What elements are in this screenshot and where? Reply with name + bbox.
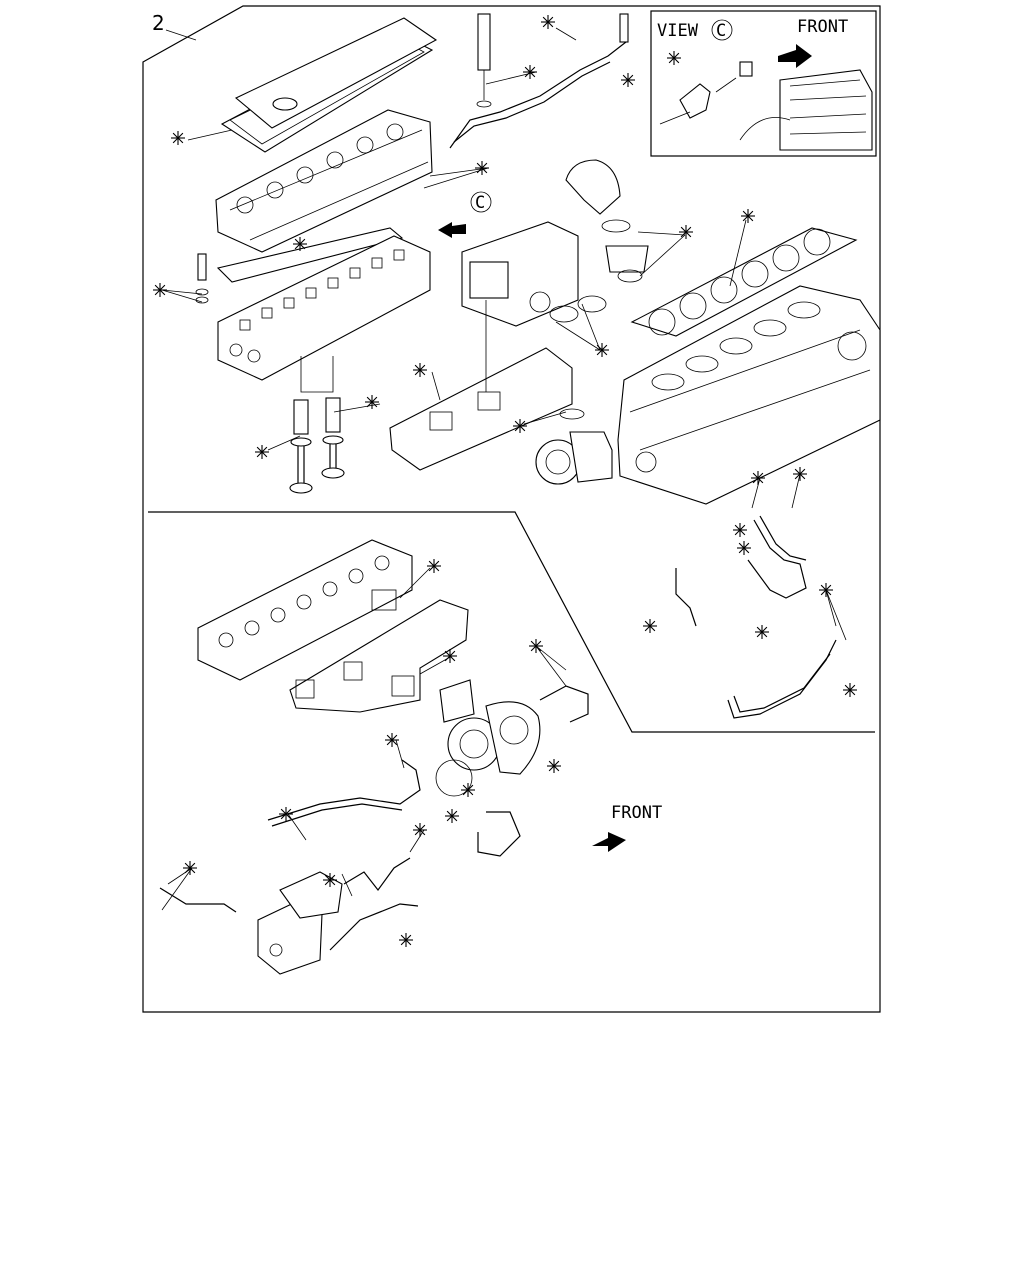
fuel-pipe-left xyxy=(675,568,697,627)
asterisk-callout xyxy=(475,161,489,175)
inset-front-label: FRONT xyxy=(797,17,848,37)
asterisk-callout xyxy=(595,343,609,357)
section-divider xyxy=(148,511,875,733)
fuel-pipe-right-upper xyxy=(747,519,807,599)
main-front-arrow xyxy=(592,832,626,852)
cylinder-block xyxy=(617,285,881,505)
exhaust-manifold-upper xyxy=(389,347,573,471)
water-pump xyxy=(535,408,613,485)
asterisk-callout xyxy=(541,15,555,29)
turbo-oil-feed-line xyxy=(539,685,589,723)
callout-leader xyxy=(165,29,197,41)
rocker-housing xyxy=(215,109,433,253)
air-compressor xyxy=(257,871,343,975)
callout-number: 2 xyxy=(152,11,165,35)
outer-frame xyxy=(142,5,881,1013)
asterisk-callout xyxy=(399,933,413,947)
turbo-coolant-line xyxy=(267,759,421,821)
asterisk-callout xyxy=(171,131,185,145)
thermostat xyxy=(605,245,649,273)
view-c-inset: VIEW C FRONT xyxy=(650,10,877,157)
cylinder-head xyxy=(217,235,431,381)
cylinder-head-gasket xyxy=(630,227,858,337)
exhaust-valve-assembly xyxy=(289,399,313,494)
asterisk-callout xyxy=(667,51,681,65)
asterisk-callout xyxy=(843,683,857,697)
turbo-oil-return-line xyxy=(477,811,521,857)
asterisk-callouts xyxy=(153,15,857,947)
view-c-arrow xyxy=(438,222,466,238)
asterisk-callout xyxy=(679,225,693,239)
asterisk-callout xyxy=(445,809,459,823)
compressor-pipe-right xyxy=(329,903,419,951)
lower-cylinder-head xyxy=(197,539,413,681)
compressor-pipe-left xyxy=(159,887,237,913)
asterisk-callout xyxy=(385,733,399,747)
asterisk-callout xyxy=(737,541,751,555)
compressor-pipe-mid xyxy=(343,857,411,891)
leak-off-bolt xyxy=(619,13,629,43)
inset-view-label: VIEW xyxy=(657,21,699,41)
inset-view-circle xyxy=(711,19,733,41)
asterisk-callout xyxy=(183,861,197,875)
water-outlet-elbow xyxy=(565,159,621,215)
asterisk-callout xyxy=(751,471,765,485)
asterisk-callout xyxy=(365,395,379,409)
asterisk-callout xyxy=(413,823,427,837)
rocker-cover xyxy=(234,17,438,129)
asterisk-callout xyxy=(279,807,293,821)
intake-manifold-housing xyxy=(461,221,579,327)
glow-plug xyxy=(197,253,207,281)
asterisk-callout xyxy=(529,639,543,653)
asterisk-callout xyxy=(733,523,747,537)
fuel-leak-off-pipe xyxy=(449,41,627,149)
asterisk-callout xyxy=(741,209,755,223)
asterisk-callout xyxy=(755,625,769,639)
asterisk-callout xyxy=(643,619,657,633)
inset-view-letter: C xyxy=(716,21,726,41)
asterisk-callout xyxy=(255,445,269,459)
asterisk-callout xyxy=(323,873,337,887)
inset-front-arrow xyxy=(778,44,812,68)
asterisk-callout xyxy=(413,363,427,377)
view-c-marker-letter: C xyxy=(475,193,485,213)
asterisk-callout xyxy=(443,649,457,663)
intake-valve-assembly xyxy=(321,397,345,479)
asterisk-callout xyxy=(427,559,441,573)
asterisk-callout xyxy=(621,73,635,87)
turbocharger xyxy=(439,679,541,775)
main-front-label: FRONT xyxy=(611,803,662,823)
fuel-pipe-right-lower xyxy=(727,639,837,719)
asterisk-callout xyxy=(461,783,475,797)
asterisk-callout xyxy=(523,65,537,79)
asterisk-callout xyxy=(513,419,527,433)
injector xyxy=(476,13,492,108)
leader-lines xyxy=(161,27,847,911)
asterisk-callout xyxy=(793,467,807,481)
upper-head-gasket xyxy=(216,227,404,283)
asterisk-callout xyxy=(153,283,167,297)
asterisk-callout xyxy=(293,237,307,251)
view-c-marker xyxy=(470,191,492,213)
turbo-gasket xyxy=(435,759,473,797)
exhaust-manifold-lower xyxy=(289,599,469,713)
asterisk-callout xyxy=(819,583,833,597)
asterisk-callout xyxy=(547,759,561,773)
